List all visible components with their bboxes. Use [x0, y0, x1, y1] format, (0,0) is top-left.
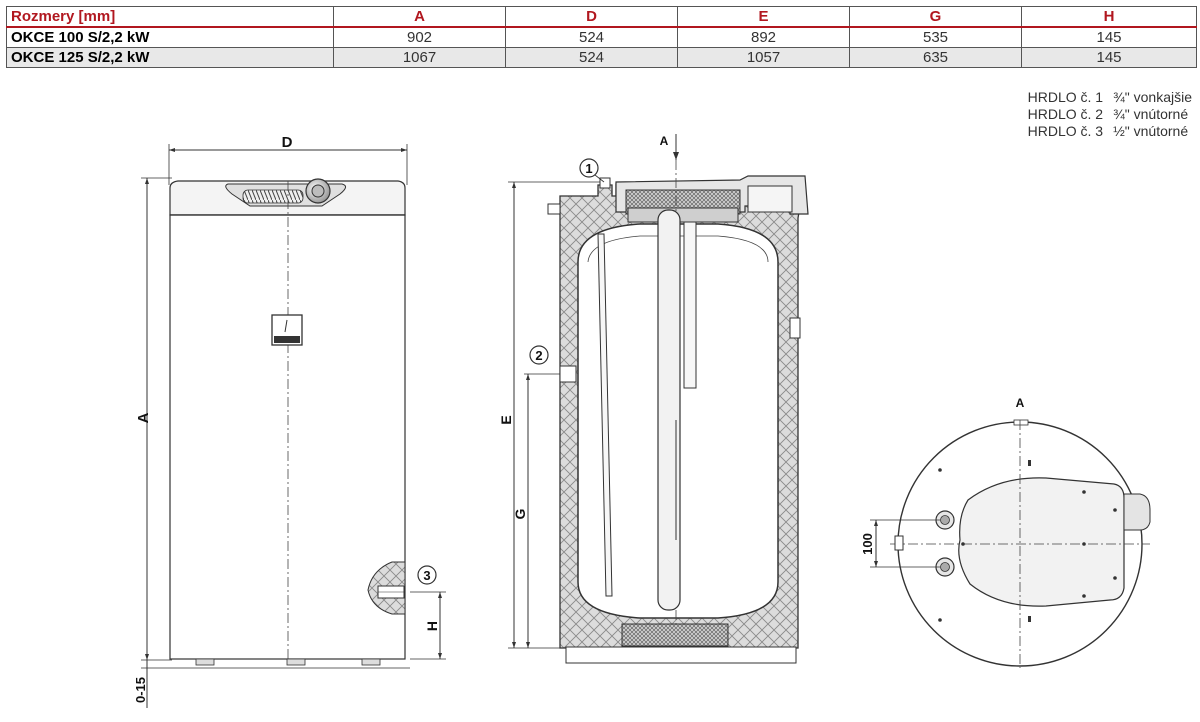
callout-2-label: 2	[535, 348, 542, 363]
header-g: G	[849, 6, 1022, 28]
front-body	[169, 214, 406, 660]
table-row: OKCE 125 S/2,2 kW 1067 524 1057 635 145	[6, 47, 1197, 68]
callout-3-label: 3	[423, 568, 430, 583]
label-e: E	[498, 415, 514, 424]
cell-h: 145	[1021, 47, 1197, 68]
cell-a: 1067	[333, 47, 506, 68]
label-g: G	[512, 508, 528, 519]
legend-name: HRDLO č. 2	[1027, 106, 1104, 122]
header-h: H	[1021, 6, 1197, 28]
ventilation-grille	[242, 189, 304, 204]
top-label-a: A	[1016, 396, 1025, 410]
section-view: A 1 2	[498, 134, 809, 664]
label-d: D	[282, 134, 293, 151]
section-label-a: A	[660, 134, 669, 148]
legend-item: HRDLO č. 1 ¾" vonkajšie	[1028, 89, 1192, 106]
legend-spec: ¾" vonkajšie	[1113, 89, 1192, 105]
label-100: 100	[860, 533, 875, 555]
thermostat-sleeve	[683, 221, 697, 389]
label-h: H	[424, 621, 440, 631]
top-cover	[958, 477, 1125, 607]
dimensions-table: Rozmery [mm] A D E G H OKCE 100 S/2,2 kW…	[6, 6, 1197, 68]
callout-1	[579, 158, 599, 178]
callout-3	[417, 565, 437, 585]
cell-d: 524	[505, 26, 678, 48]
front-view: D A 0-15 3	[133, 134, 446, 708]
header-e: E	[677, 6, 850, 28]
top-view: A 100	[860, 396, 1151, 668]
model-name: OKCE 100 S/2,2 kW	[6, 26, 334, 48]
label-a: A	[135, 412, 152, 423]
connection-2-stub	[559, 365, 577, 383]
legend-name: HRDLO č. 1	[1027, 89, 1104, 105]
legend-spec: ¾" vnútorné	[1113, 106, 1189, 122]
model-name: OKCE 125 S/2,2 kW	[6, 47, 334, 68]
header-dimensions: Rozmery [mm]	[6, 6, 334, 28]
inlet-tube	[597, 233, 613, 597]
callout-2	[529, 345, 549, 365]
cell-g: 635	[849, 47, 1022, 68]
connection-legend: HRDLO č. 1 ¾" vonkajšie HRDLO č. 2 ¾" vnút…	[1028, 89, 1192, 140]
table-row: OKCE 100 S/2,2 kW 902 524 892 535 145	[6, 26, 1197, 48]
callout-1-label: 1	[585, 161, 592, 176]
legend-spec: ½" vnútorné	[1113, 123, 1189, 139]
table-header-row: Rozmery [mm] A D E G H	[6, 6, 1197, 28]
cell-d: 524	[505, 47, 678, 68]
label-0-15: 0-15	[133, 677, 148, 703]
legend-name: HRDLO č. 3	[1027, 123, 1104, 139]
legend-item: HRDLO č. 3 ½" vnútorné	[1028, 123, 1192, 140]
legend-item: HRDLO č. 2 ¾" vnútorné	[1028, 106, 1192, 123]
heating-element	[657, 209, 681, 611]
cell-e: 1057	[677, 47, 850, 68]
